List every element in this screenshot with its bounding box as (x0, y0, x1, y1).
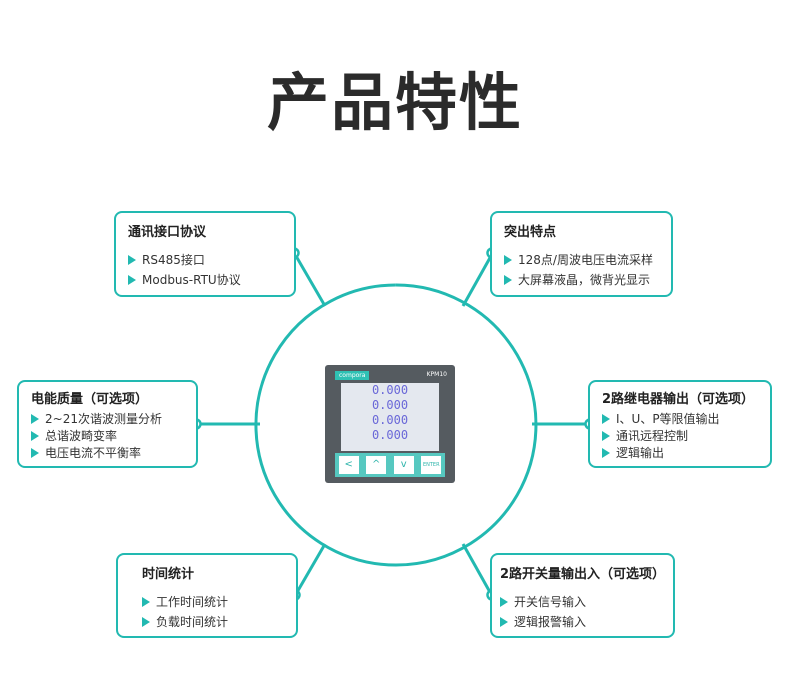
up-key: ^ (366, 456, 387, 474)
arrow-icon (128, 275, 136, 285)
down-key: v (393, 456, 414, 474)
feature-title: 突出特点 (504, 225, 557, 240)
lcd-reading: 0.000 (371, 398, 409, 412)
feature-box-time-stats: 时间统计 工作时间统计 负载时间统计 (116, 553, 298, 638)
connector-line (461, 543, 493, 595)
feature-item: 逻辑报警输入 (514, 615, 587, 629)
feature-title: 2路开关量输出入（可选项） (500, 567, 666, 582)
feature-title: 电能质量（可选项） (31, 392, 149, 407)
arrow-icon (504, 255, 512, 265)
feature-item: 逻辑输出 (616, 446, 665, 460)
device-model: KPM10 (426, 371, 447, 378)
arrow-icon (31, 414, 39, 424)
lcd-reading: 0.000 (371, 383, 409, 397)
arrow-icon (31, 448, 39, 458)
device-keypad: < ^ v ENTER (335, 453, 445, 477)
center-circle (254, 283, 538, 567)
arrow-icon (31, 431, 39, 441)
meter-device-image: compora KPM10 0.000 0.000 0.000 0.000 < … (325, 365, 455, 483)
page-title: 产品特性 (266, 66, 523, 139)
lcd-reading: 0.000 (371, 428, 409, 442)
connector-line (294, 543, 327, 595)
arrow-icon (500, 597, 508, 607)
feature-title: 通讯接口协议 (128, 225, 207, 240)
feature-item: 2~21次谐波测量分析 (45, 412, 162, 426)
lcd-reading: 0.000 (371, 413, 409, 427)
feature-title: 2路继电器输出（可选项） (602, 392, 755, 407)
arrow-icon (602, 414, 610, 424)
enter-key: ENTER (421, 456, 442, 474)
connector-line (461, 255, 493, 307)
feature-item: Modbus-RTU协议 (142, 273, 241, 287)
feature-item: 128点/周波电压电流采样 (518, 253, 653, 267)
feature-item: 电压电流不平衡率 (45, 446, 142, 460)
feature-title: 时间统计 (142, 567, 195, 582)
feature-item: RS485接口 (142, 253, 205, 267)
feature-item: 工作时间统计 (156, 595, 229, 609)
arrow-icon (128, 255, 136, 265)
feature-item: 通讯远程控制 (616, 429, 689, 443)
left-key: < (338, 456, 359, 474)
arrow-icon (602, 448, 610, 458)
device-brand: compora (335, 371, 370, 380)
arrow-icon (142, 617, 150, 627)
connector-line (294, 255, 327, 307)
feature-box-highlights: 突出特点 128点/周波电压电流采样 大屏幕液晶，微背光显示 (490, 211, 673, 297)
arrow-icon (602, 431, 610, 441)
feature-item: 负载时间统计 (156, 615, 229, 629)
feature-box-switch-io: 2路开关量输出入（可选项） 开关信号输入 逻辑报警输入 (490, 553, 675, 638)
feature-box-relay-output: 2路继电器输出（可选项） I、U、P等限值输出 通讯远程控制 逻辑输出 (588, 380, 772, 468)
feature-item: 总谐波畸变率 (45, 429, 118, 443)
feature-box-communication: 通讯接口协议 RS485接口 Modbus-RTU协议 (114, 211, 296, 297)
lcd-display: 0.000 0.000 0.000 0.000 (341, 383, 439, 451)
feature-box-power-quality: 电能质量（可选项） 2~21次谐波测量分析 总谐波畸变率 电压电流不平衡率 (17, 380, 198, 468)
arrow-icon (142, 597, 150, 607)
feature-item: 大屏幕液晶，微背光显示 (518, 273, 651, 287)
feature-item: I、U、P等限值输出 (616, 412, 720, 426)
feature-item: 开关信号输入 (514, 595, 587, 609)
arrow-icon (504, 275, 512, 285)
arrow-icon (500, 617, 508, 627)
